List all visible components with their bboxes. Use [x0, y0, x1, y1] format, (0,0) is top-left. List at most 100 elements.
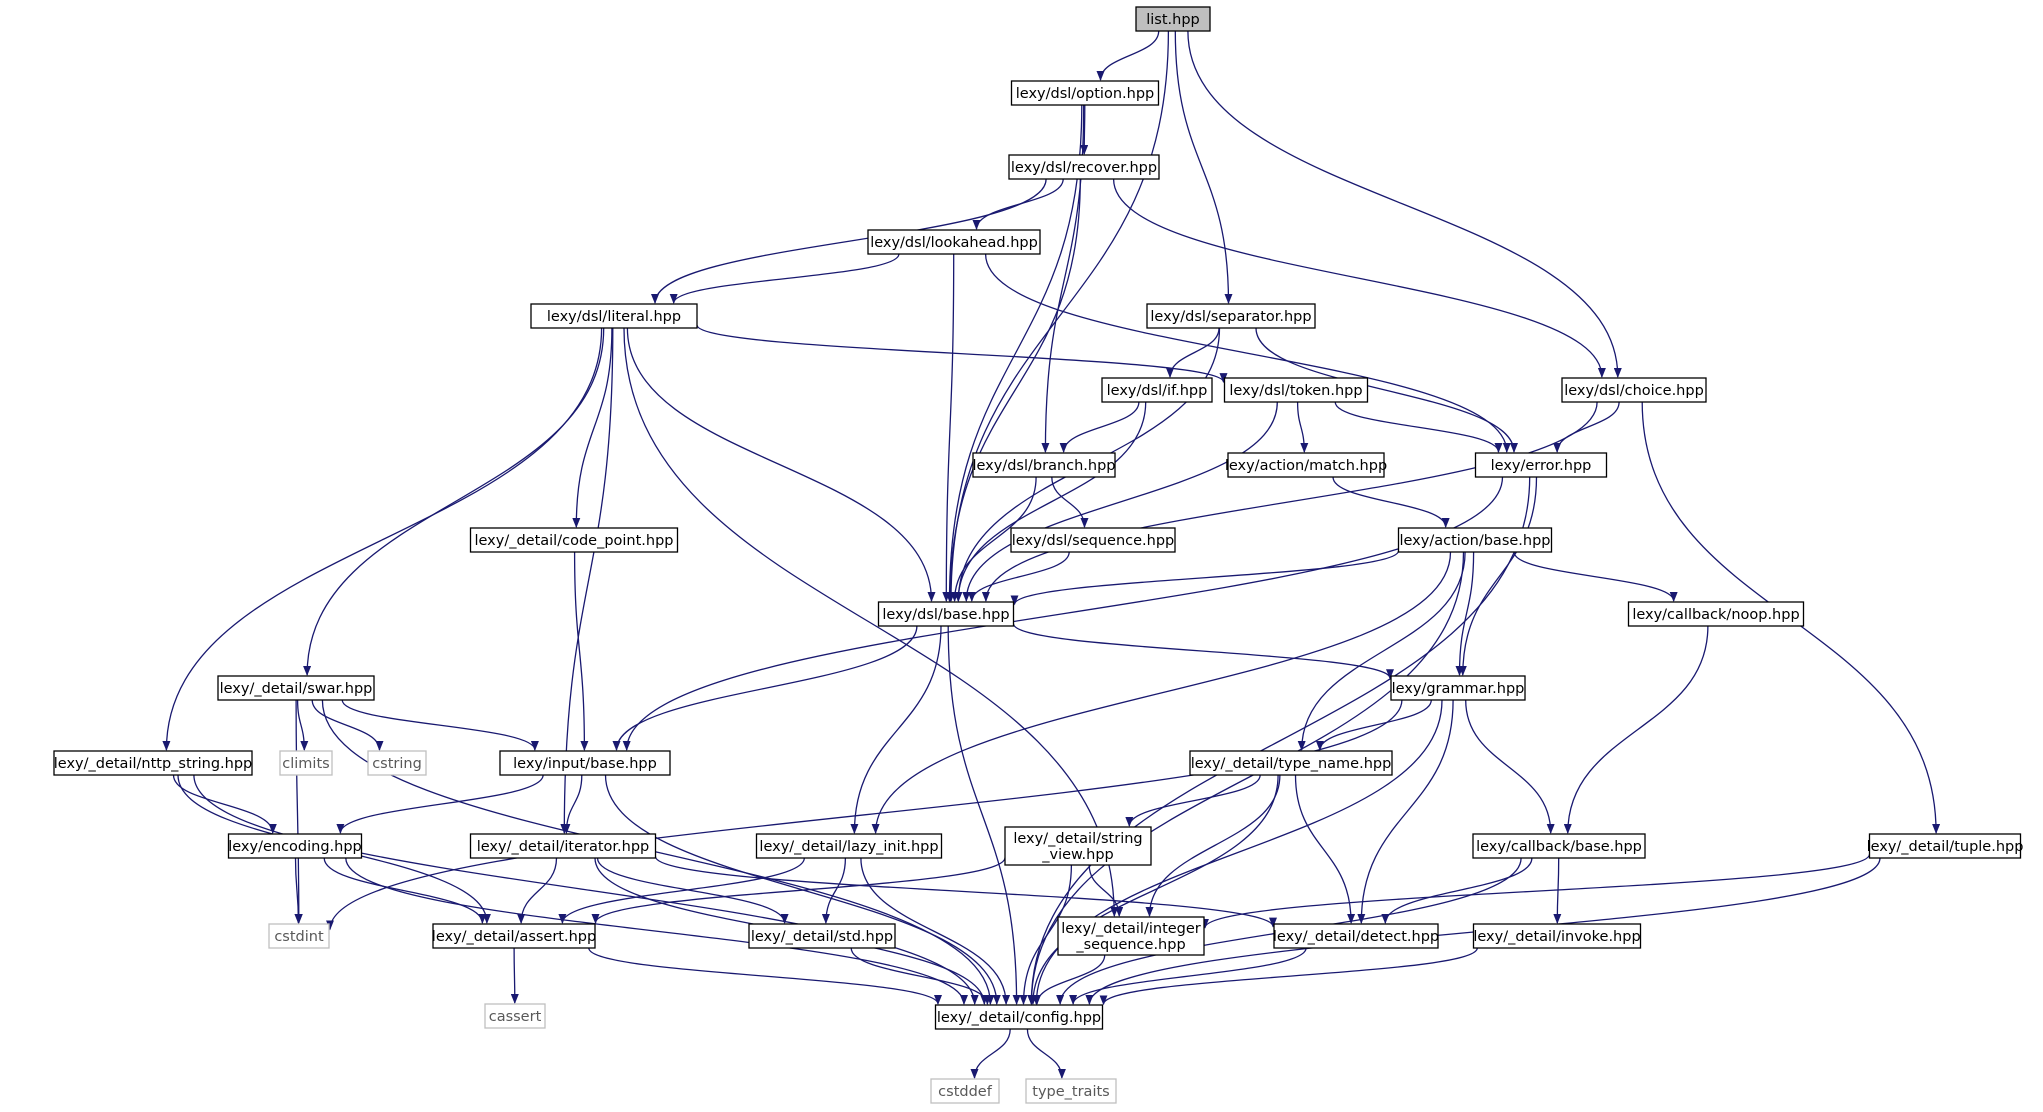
node-dsl_base[interactable]: lexy/dsl/base.hpp	[877, 601, 1015, 627]
edge-string_view-to-config	[1019, 864, 1073, 1005]
node-choice-box	[1561, 377, 1707, 403]
node-type_name[interactable]: lexy/_detail/type_name.hpp	[1189, 750, 1393, 776]
edge-dsl_base-to-config	[947, 625, 1021, 1005]
node-cstring-box	[367, 750, 427, 776]
edge-string_view-to-assert	[591, 857, 1006, 924]
node-std[interactable]: lexy/_detail/std.hpp	[748, 923, 896, 949]
edge-action_base-to-config	[1027, 551, 1465, 1005]
node-literal-box	[530, 303, 698, 329]
edge-config-to-cstddef	[970, 1028, 1011, 1079]
node-match-box	[1227, 452, 1385, 478]
node-lazy_init[interactable]: lexy/_detail/lazy_init.hpp	[755, 833, 943, 859]
node-branch[interactable]: lexy/dsl/branch.hpp	[972, 452, 1116, 478]
node-dsl_base-label: lexy/dsl/base.hpp	[882, 607, 1009, 623]
node-input_base[interactable]: lexy/input/base.hpp	[499, 750, 671, 776]
node-integer_sequence[interactable]: lexy/_detail/integer_sequence.hpp	[1057, 916, 1205, 956]
node-noop[interactable]: lexy/callback/noop.hpp	[1627, 601, 1805, 627]
edge-swar-to-config	[321, 699, 995, 1005]
edge-separator-to-error	[1255, 327, 1518, 453]
node-token-box	[1223, 377, 1369, 403]
node-error-box	[1474, 452, 1608, 478]
node-cstddef-label: cstddef	[938, 1084, 993, 1100]
node-sequence[interactable]: lexy/dsl/sequence.hpp	[1010, 527, 1176, 553]
node-action_base[interactable]: lexy/action/base.hpp	[1397, 527, 1553, 553]
node-integer_sequence-box	[1057, 916, 1205, 956]
edge-grammar-to-cstdint	[326, 699, 1403, 931]
node-option[interactable]: lexy/dsl/option.hpp	[1010, 80, 1160, 106]
edge-error-to-config	[1027, 476, 1531, 1005]
node-string_view-label: lexy/_detail/string	[1013, 831, 1142, 847]
edge-action_base-to-lazy_init	[871, 551, 1452, 834]
node-lookahead[interactable]: lexy/dsl/lookahead.hpp	[867, 229, 1041, 255]
node-invoke[interactable]: lexy/_detail/invoke.hpp	[1472, 923, 1642, 949]
node-swar-box	[217, 675, 375, 701]
node-iterator[interactable]: lexy/_detail/iterator.hpp	[469, 833, 657, 859]
edge-invoke-to-config	[1099, 947, 1478, 1006]
node-code_point[interactable]: lexy/_detail/code_point.hpp	[469, 527, 679, 553]
node-error-label: lexy/error.hpp	[1491, 458, 1592, 474]
node-list[interactable]: list.hpp	[1135, 6, 1211, 32]
node-assert-box	[432, 923, 596, 949]
edge-separator-to-if	[1166, 327, 1220, 378]
node-literal[interactable]: lexy/dsl/literal.hpp	[530, 303, 698, 329]
node-integer_sequence-label: lexy/_detail/integer	[1061, 921, 1201, 937]
node-option-box	[1010, 80, 1160, 106]
node-string_view[interactable]: lexy/_detail/string_view.hpp	[1004, 826, 1152, 866]
node-assert[interactable]: lexy/_detail/assert.hpp	[432, 923, 596, 949]
node-type_name-box	[1189, 750, 1393, 776]
edge-input_base-to-iterator	[562, 774, 583, 834]
node-lazy_init-label: lexy/_detail/lazy_init.hpp	[759, 839, 938, 855]
edge-dsl_base-to-grammar	[1012, 623, 1394, 680]
edge-grammar-to-type_name	[1315, 699, 1432, 751]
node-token[interactable]: lexy/dsl/token.hpp	[1223, 377, 1369, 403]
node-swar[interactable]: lexy/_detail/swar.hpp	[217, 675, 375, 701]
edge-list-to-dsl_base	[947, 30, 1170, 602]
edge-iterator-to-detect	[654, 856, 1277, 928]
node-separator-box	[1146, 303, 1316, 329]
node-climits: climits	[279, 750, 333, 776]
edge-dsl_base-to-input_base	[612, 625, 918, 751]
node-recover[interactable]: lexy/dsl/recover.hpp	[1008, 154, 1160, 180]
node-match[interactable]: lexy/action/match.hpp	[1225, 452, 1387, 478]
node-tuple[interactable]: lexy/_detail/tuple.hpp	[1867, 833, 2024, 859]
edge-encoding-to-cstdint	[294, 857, 303, 924]
edge-token-to-dsl_base	[962, 401, 1278, 602]
edge-lookahead-to-dsl_base	[942, 253, 955, 602]
edge-lookahead-to-error	[984, 253, 1511, 453]
edge-assert-to-config	[588, 947, 942, 1005]
edge-branch-to-dsl_base	[950, 476, 1037, 602]
node-grammar[interactable]: lexy/grammar.hpp	[1390, 675, 1526, 701]
edge-action_base-to-noop	[1513, 551, 1678, 602]
node-if[interactable]: lexy/dsl/if.hpp	[1101, 377, 1213, 403]
edge-nttp_string-to-config	[193, 774, 979, 1005]
node-if-label: lexy/dsl/if.hpp	[1107, 383, 1208, 399]
edge-literal-to-dsl_base	[626, 327, 936, 602]
node-choice-label: lexy/dsl/choice.hpp	[1564, 383, 1704, 399]
node-nttp_string[interactable]: lexy/_detail/nttp_string.hpp	[53, 750, 253, 776]
node-literal-label: lexy/dsl/literal.hpp	[547, 309, 681, 325]
node-detect[interactable]: lexy/_detail/detect.hpp	[1273, 923, 1439, 949]
node-recover-box	[1008, 154, 1160, 180]
node-branch-box	[972, 452, 1116, 478]
edge-choice-to-error	[1553, 401, 1620, 453]
node-error[interactable]: lexy/error.hpp	[1474, 452, 1608, 478]
node-nttp_string-box	[53, 750, 253, 776]
edge-recover-to-dsl_base	[946, 178, 1081, 602]
node-type_traits-box	[1025, 1078, 1117, 1104]
node-config[interactable]: lexy/_detail/config.hpp	[934, 1004, 1104, 1030]
edge-input_base-to-config	[604, 774, 1001, 1005]
node-choice[interactable]: lexy/dsl/choice.hpp	[1561, 377, 1707, 403]
node-cstring-label: cstring	[372, 756, 422, 772]
edge-string_view-to-integer_sequence	[1088, 864, 1124, 917]
node-callback_base[interactable]: lexy/callback/base.hpp	[1472, 833, 1646, 859]
node-lookahead-label: lexy/dsl/lookahead.hpp	[870, 235, 1038, 251]
node-config-box	[934, 1004, 1104, 1030]
edge-detect-to-config	[1069, 947, 1307, 1005]
edge-if-to-branch	[1059, 401, 1140, 453]
node-string_view-box	[1004, 826, 1152, 866]
edge-encoding-to-assert	[323, 857, 487, 924]
node-callback_base-label: lexy/callback/base.hpp	[1476, 839, 1642, 855]
node-separator[interactable]: lexy/dsl/separator.hpp	[1146, 303, 1316, 329]
node-encoding[interactable]: lexy/encoding.hpp	[227, 833, 363, 859]
